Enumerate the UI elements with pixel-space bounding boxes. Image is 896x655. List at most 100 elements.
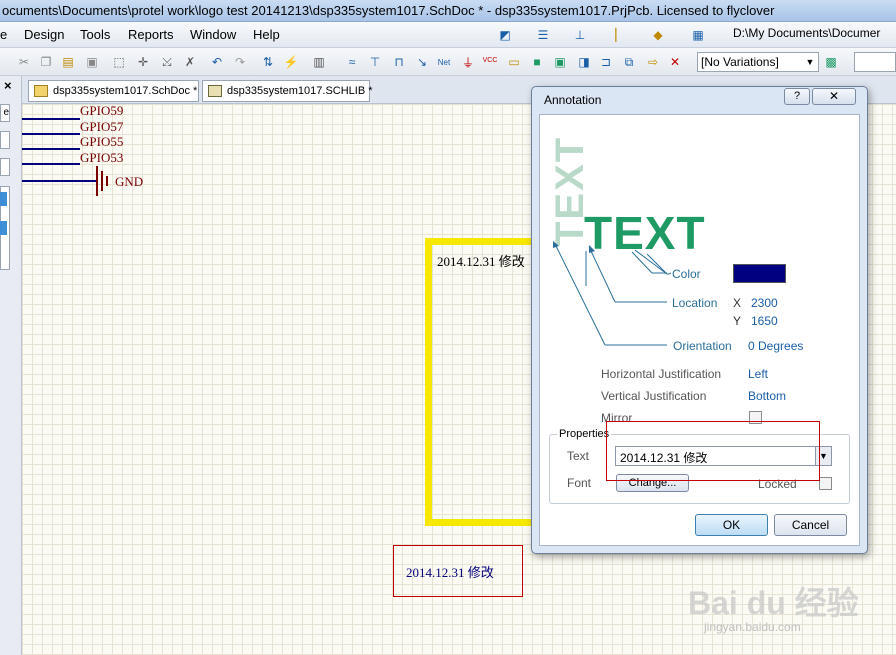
- menu-item-tools[interactable]: Tools: [80, 27, 111, 42]
- vcc-port-icon[interactable]: VCC: [482, 56, 498, 64]
- annotation-selected[interactable]: 2014.12.31 修改: [437, 254, 525, 269]
- menu-item-reports[interactable]: Reports: [128, 27, 174, 42]
- bus-entry-icon[interactable]: ⊓: [394, 55, 404, 69]
- bus-icon[interactable]: ⊤: [369, 55, 381, 69]
- selection-highlight: [425, 238, 545, 526]
- menu-item-file[interactable]: e: [0, 27, 8, 42]
- board-icon[interactable]: ▩: [825, 55, 837, 69]
- ground-symbol: [101, 171, 103, 191]
- close-icon[interactable]: ×: [4, 78, 12, 93]
- hjust-value[interactable]: Left: [748, 367, 769, 381]
- vjust-value[interactable]: Bottom: [748, 389, 787, 403]
- menu-item-design[interactable]: Design: [24, 27, 65, 42]
- location-y-value[interactable]: 1650: [751, 314, 778, 328]
- sheet-entry-icon[interactable]: ▣: [554, 55, 566, 69]
- device-sheet-icon[interactable]: ◨: [578, 55, 590, 69]
- chart-icon[interactable]: ◩: [499, 28, 511, 42]
- rubber-stamp-icon[interactable]: ▣: [86, 55, 98, 69]
- vjust-label: Vertical Justification: [601, 389, 707, 403]
- color-swatch[interactable]: [733, 264, 786, 283]
- orientation-value[interactable]: 0 Degrees: [748, 339, 804, 353]
- panel-button[interactable]: e: [0, 104, 10, 122]
- directive-icon[interactable]: ⇨: [647, 55, 659, 69]
- harness-connector-icon[interactable]: ⧉: [624, 54, 634, 69]
- cross-probe-icon[interactable]: ⚡: [283, 55, 299, 69]
- align-icon[interactable]: ☰: [537, 28, 549, 42]
- probe-icon[interactable]: ▏: [615, 28, 625, 42]
- cut-icon[interactable]: ✂: [18, 55, 30, 69]
- leader-lines: [553, 241, 672, 346]
- menu-item-help[interactable]: Help: [253, 27, 280, 42]
- text-label: Text: [567, 449, 590, 463]
- copy-icon[interactable]: ❐: [40, 55, 52, 69]
- text-value: 2014.12.31 修改: [620, 451, 708, 465]
- ground-symbol: [106, 176, 108, 186]
- net-label-icon[interactable]: Net: [437, 57, 451, 67]
- panel-button[interactable]: [0, 158, 10, 176]
- wire[interactable]: [22, 118, 80, 120]
- net-label[interactable]: GPIO59: [80, 103, 124, 118]
- location-x-value[interactable]: 2300: [751, 296, 778, 310]
- location-label: Location: [672, 296, 718, 310]
- title-bar: ocuments\Documents\protel work\logo test…: [0, 0, 896, 22]
- wire[interactable]: [22, 148, 80, 150]
- gnd-port-icon[interactable]: ⏚: [461, 55, 474, 70]
- document-path: D:\My Documents\Documer: [733, 26, 881, 40]
- watermark-logo: Bai du 经验: [688, 585, 859, 621]
- net-label[interactable]: GPIO53: [80, 150, 124, 165]
- net-label[interactable]: GPIO55: [80, 134, 124, 149]
- text-combobox[interactable]: 2014.12.31 修改 ▼: [615, 446, 832, 466]
- signal-harness-icon[interactable]: ↘: [416, 55, 428, 69]
- annotation-result[interactable]: 2014.12.31 修改: [406, 565, 494, 580]
- mirror-checkbox[interactable]: [749, 411, 762, 424]
- distribute-icon[interactable]: ⊥: [574, 28, 586, 42]
- tab-label: dsp335system1017.SchDoc *: [53, 85, 198, 97]
- tab-schlib[interactable]: dsp335system1017.SCHLIB *: [202, 80, 373, 102]
- ground-label[interactable]: GND: [115, 174, 144, 189]
- port-icon[interactable]: ⊐: [600, 55, 612, 69]
- color-label: Color: [672, 267, 701, 281]
- select-area-icon[interactable]: ⬚: [113, 55, 125, 69]
- part-icon[interactable]: ▭: [508, 55, 520, 69]
- compile-icon[interactable]: ◆: [653, 28, 663, 42]
- menu-item-window[interactable]: Window: [190, 27, 237, 42]
- wire[interactable]: [22, 163, 80, 165]
- paste-icon[interactable]: ▤: [62, 55, 74, 69]
- dialog-body: [539, 114, 860, 546]
- dialog-title: Annotation: [544, 93, 602, 107]
- chevron-down-icon[interactable]: ▼: [805, 57, 815, 67]
- browse-icon[interactable]: ▥: [313, 55, 325, 69]
- properties-label: Properties: [557, 428, 612, 440]
- close-button[interactable]: ✕: [812, 88, 856, 105]
- panel-button[interactable]: [0, 131, 10, 149]
- locked-checkbox[interactable]: [819, 477, 832, 490]
- wire[interactable]: [22, 180, 96, 182]
- panel-list-marker: [0, 221, 7, 235]
- wire[interactable]: [22, 133, 80, 135]
- sheet-symbol-icon[interactable]: ■: [533, 55, 541, 69]
- hjust-label: Horizontal Justification: [601, 367, 722, 381]
- toolbar-field[interactable]: [854, 52, 896, 72]
- wire-icon[interactable]: ≈: [348, 55, 356, 69]
- properties-group: [549, 434, 850, 504]
- net-label[interactable]: GPIO57: [80, 119, 124, 134]
- deselect-icon[interactable]: ✗: [184, 55, 196, 69]
- font-label: Font: [567, 476, 592, 490]
- tab-schdoc[interactable]: dsp335system1017.SchDoc *: [28, 80, 199, 102]
- x-axis-label: X: [733, 296, 742, 310]
- redo-icon[interactable]: ↷: [234, 55, 246, 69]
- no-erc-icon[interactable]: ✕: [669, 55, 681, 69]
- move-icon[interactable]: ✛: [137, 55, 149, 69]
- undo-icon[interactable]: ↶: [211, 55, 223, 69]
- help-button[interactable]: ?: [784, 88, 810, 105]
- hierarchy-icon[interactable]: ⇅: [262, 55, 274, 69]
- y-axis-label: Y: [733, 314, 742, 328]
- cancel-button[interactable]: Cancel: [774, 514, 847, 536]
- variations-select[interactable]: [No Variations] ▼: [697, 52, 819, 72]
- ground-symbol[interactable]: [96, 166, 98, 196]
- orientation-label: Orientation: [673, 339, 732, 353]
- ok-button[interactable]: OK: [695, 514, 768, 536]
- grid-icon[interactable]: ▦: [692, 28, 704, 42]
- window-title: ocuments\Documents\protel work\logo test…: [2, 3, 775, 18]
- select-overlap-icon[interactable]: ⤩: [162, 54, 172, 69]
